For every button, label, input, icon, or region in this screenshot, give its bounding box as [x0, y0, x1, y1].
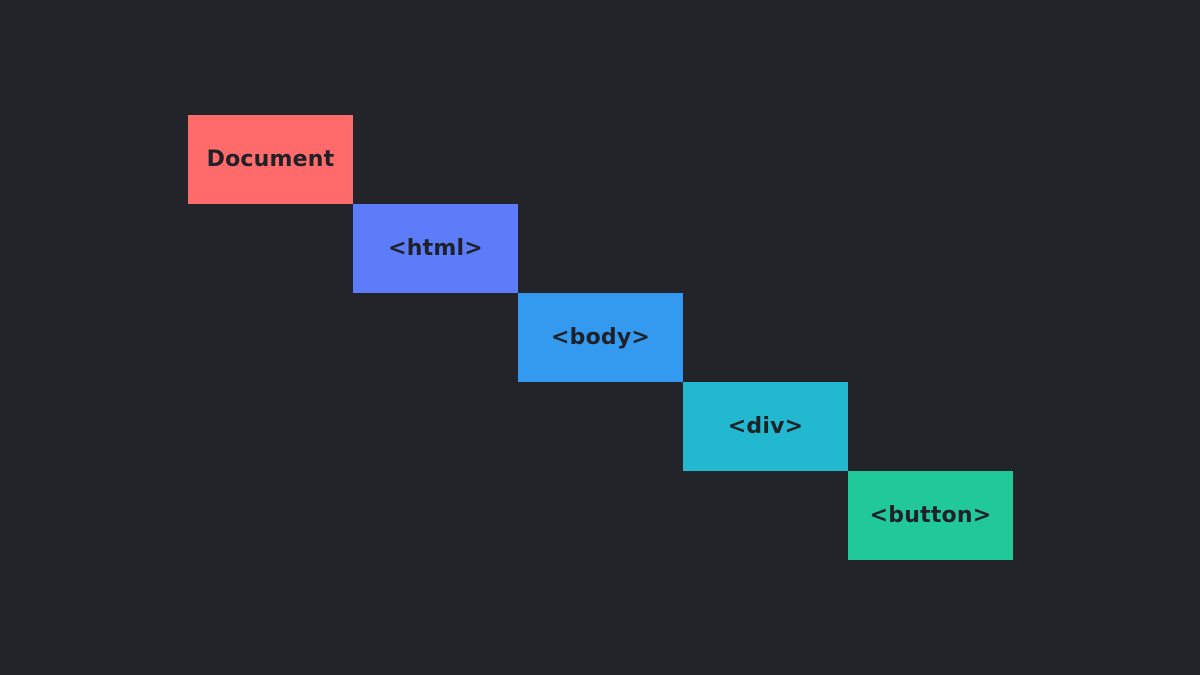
- button-node-label: <button>: [869, 503, 992, 528]
- button-node: <button>: [848, 471, 1013, 560]
- div-node-label: <div>: [727, 414, 804, 439]
- html-node: <html>: [353, 204, 518, 293]
- document-node-label: Document: [206, 147, 335, 172]
- html-node-label: <html>: [388, 236, 483, 261]
- div-node: <div>: [683, 382, 848, 471]
- body-node-label: <body>: [550, 325, 651, 350]
- body-node: <body>: [518, 293, 683, 382]
- document-node: Document: [188, 115, 353, 204]
